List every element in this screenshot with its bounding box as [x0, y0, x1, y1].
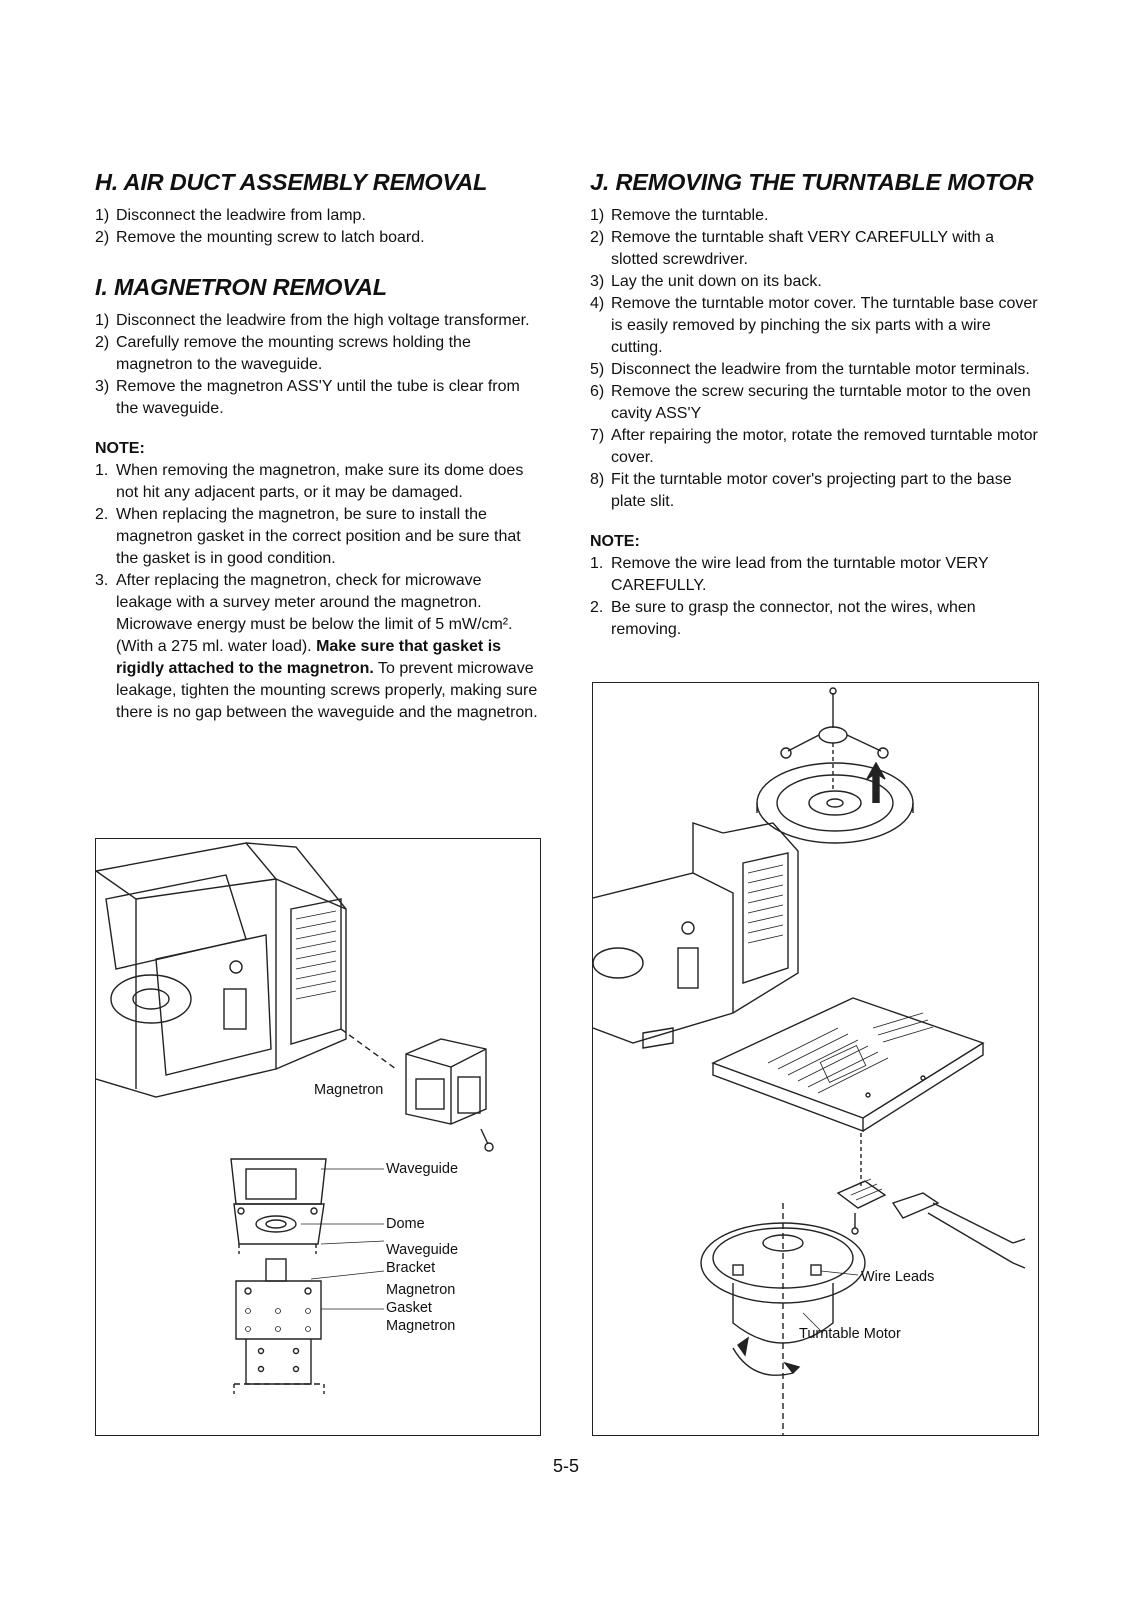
list-item: 6) Remove the screw securing the turntabl… — [590, 381, 1040, 425]
step-number: 1) — [95, 312, 110, 329]
list-item: 1) Disconnect the leadwire from the high … — [95, 310, 540, 332]
step-text: Disconnect the leadwire from the high vo… — [116, 312, 530, 329]
step-number: 4) — [590, 295, 605, 312]
magnetron-illustration — [96, 842, 494, 1394]
note-number: 1. — [590, 555, 604, 572]
section-j-notes: 1. Remove the wire lead from the turntabl… — [590, 553, 1040, 641]
step-text: Disconnect the leadwire from lamp. — [116, 207, 366, 224]
magnetron-removal-figure: Magnetron Waveguide Dome Waveguide Brack… — [95, 838, 541, 1436]
right-column: J. REMOVING THE TURNTABLE MOTOR 1) Remove… — [590, 168, 1040, 641]
step-text: Remove the magnetron ASS'Y until the tub… — [116, 378, 520, 417]
list-item: 3) Lay the unit down on its back. — [590, 271, 1040, 293]
turntable-motor-label: Turntable Motor — [799, 1326, 901, 1342]
note-title: NOTE: — [590, 533, 640, 550]
turntable-motor-figure: Wire Leads Turntable Motor — [592, 682, 1039, 1436]
left-column: H. AIR DUCT ASSEMBLY REMOVAL 1) Disconnec… — [95, 168, 540, 724]
list-item: 5) Disconnect the leadwire from the turnt… — [590, 359, 1040, 381]
wire-leads-label: Wire Leads — [861, 1269, 935, 1285]
note-text: Be sure to grasp the connector, not the … — [611, 599, 976, 638]
step-number: 2) — [95, 334, 110, 351]
section-i-steps: 1) Disconnect the leadwire from the high … — [95, 310, 540, 420]
waveguide-bracket-label: Waveguide Bracket — [386, 1242, 459, 1276]
step-number: 7) — [590, 427, 605, 444]
section-h-title: H. AIR DUCT ASSEMBLY REMOVAL — [95, 169, 488, 195]
list-item: 1. When removing the magnetron, make sure… — [95, 460, 540, 504]
step-number: 6) — [590, 383, 605, 400]
step-text: Remove the turntable. — [611, 207, 769, 224]
section-j-title: J. REMOVING THE TURNTABLE MOTOR — [590, 169, 1034, 195]
list-item: 7) After repairing the motor, rotate the … — [590, 425, 1040, 469]
note-text: After replacing the magnetron, check for… — [116, 572, 513, 655]
section-i-notes: 1. When removing the magnetron, make sure… — [95, 460, 540, 724]
section-h-steps: 1) Disconnect the leadwire from lamp. 2) R… — [95, 205, 540, 249]
step-number: 3) — [95, 378, 110, 395]
page-number: 5-5 — [552, 1456, 579, 1476]
note-number: 2. — [95, 506, 109, 523]
step-number: 1) — [590, 207, 605, 224]
turntable-motor-illustration — [593, 687, 1026, 1435]
step-text: Fit the turntable motor cover's projecti… — [611, 471, 1012, 510]
dome-label: Dome — [386, 1216, 425, 1232]
note-number: 3. — [95, 572, 109, 589]
list-item: 2) Carefully remove the mounting screws h… — [95, 332, 540, 376]
section-j-steps: 1) Remove the turntable. 2) Remove the tur… — [590, 205, 1040, 513]
step-text: Remove the mounting screw to latch board… — [116, 229, 425, 246]
note-number: 2. — [590, 599, 604, 616]
list-item: 1) Remove the turntable. — [590, 205, 1040, 227]
step-number: 3) — [590, 273, 605, 290]
step-text: Disconnect the leadwire from the turntab… — [611, 361, 1030, 378]
note-tail-text: To prevent microwave leakage, tighten th… — [116, 660, 538, 721]
list-item: 3) Remove the magnetron ASS'Y until the t… — [95, 376, 540, 420]
step-number: 8) — [590, 471, 605, 488]
magnetron-part-label: Magnetron — [386, 1318, 456, 1334]
list-item: 2) Remove the turntable shaft VERY CAREFU… — [590, 227, 1040, 271]
magnetron-label: Magnetron — [314, 1082, 384, 1098]
step-text: Lay the unit down on its back. — [611, 273, 822, 290]
step-number: 2) — [590, 229, 605, 246]
section-i-title: I. MAGNETRON REMOVAL — [95, 274, 387, 300]
list-item: 2. When replacing the magnetron, be sure … — [95, 504, 540, 570]
note-number: 1. — [95, 462, 109, 479]
list-item: 1. Remove the wire lead from the turntabl… — [590, 553, 1040, 597]
step-number: 5) — [590, 361, 605, 378]
step-text: Remove the turntable shaft VERY CAREFULL… — [611, 229, 995, 268]
step-text: Remove the screw securing the turntable … — [611, 383, 1031, 422]
list-item: 4) Remove the turntable motor cover. The … — [590, 293, 1040, 359]
list-item: 2) Remove the mounting screw to latch boa… — [95, 227, 540, 249]
list-item: 1) Disconnect the leadwire from lamp. — [95, 205, 540, 227]
step-text: Carefully remove the mounting screws hol… — [116, 334, 471, 373]
list-item: 2. Be sure to grasp the connector, not th… — [590, 597, 1040, 641]
note-bold-text: Make sure that gasket is rigidly attache… — [116, 638, 502, 677]
step-text: After repairing the motor, rotate the re… — [611, 427, 1038, 466]
list-item: 8) Fit the turntable motor cover's projec… — [590, 469, 1040, 513]
note-text: When removing the magnetron, make sure i… — [116, 462, 524, 501]
note-title: NOTE: — [95, 440, 145, 457]
step-number: 1) — [95, 207, 110, 224]
step-number: 2) — [95, 229, 110, 246]
step-text: Remove the turntable motor cover. The tu… — [611, 295, 1038, 356]
note-text: Remove the wire lead from the turntable … — [611, 555, 989, 594]
note-text: When replacing the magnetron, be sure to… — [116, 506, 521, 567]
list-item: 3. After replacing the magnetron, check f… — [95, 570, 540, 724]
waveguide-label: Waveguide — [386, 1161, 459, 1177]
magnetron-gasket-label: Magnetron Gasket — [386, 1282, 456, 1316]
